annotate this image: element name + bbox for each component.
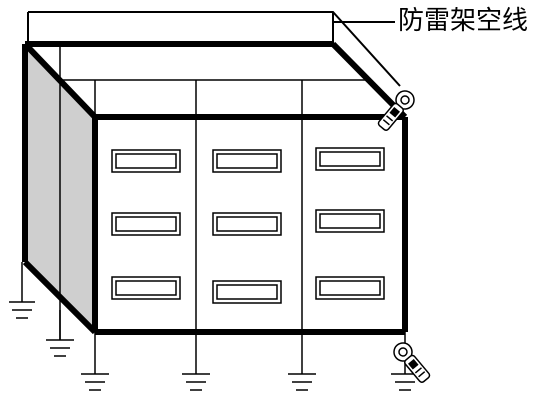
window	[212, 149, 282, 173]
window	[111, 276, 181, 300]
window	[315, 209, 385, 233]
window	[212, 212, 282, 236]
ground-symbol-icon	[182, 373, 210, 391]
window	[212, 280, 282, 304]
ground-symbol-icon	[81, 373, 109, 391]
ground-conductors	[21, 262, 406, 374]
roof-details	[59, 44, 368, 117]
building-front-face	[22, 44, 408, 335]
overhead-wire	[27, 11, 401, 87]
clamp-meter-icon	[377, 90, 415, 131]
windows	[111, 147, 385, 304]
window	[111, 149, 181, 173]
ground-symbol-icon	[288, 373, 316, 391]
window	[315, 147, 385, 171]
clamp-meter-icon	[393, 342, 431, 383]
lightning-overhead-wire-label: 防雷架空线	[398, 6, 529, 36]
window	[111, 212, 181, 236]
ground-symbol-icon	[9, 301, 35, 319]
ground-symbol-icon	[46, 339, 74, 357]
front-column-dividers	[195, 117, 303, 332]
window	[315, 276, 385, 300]
